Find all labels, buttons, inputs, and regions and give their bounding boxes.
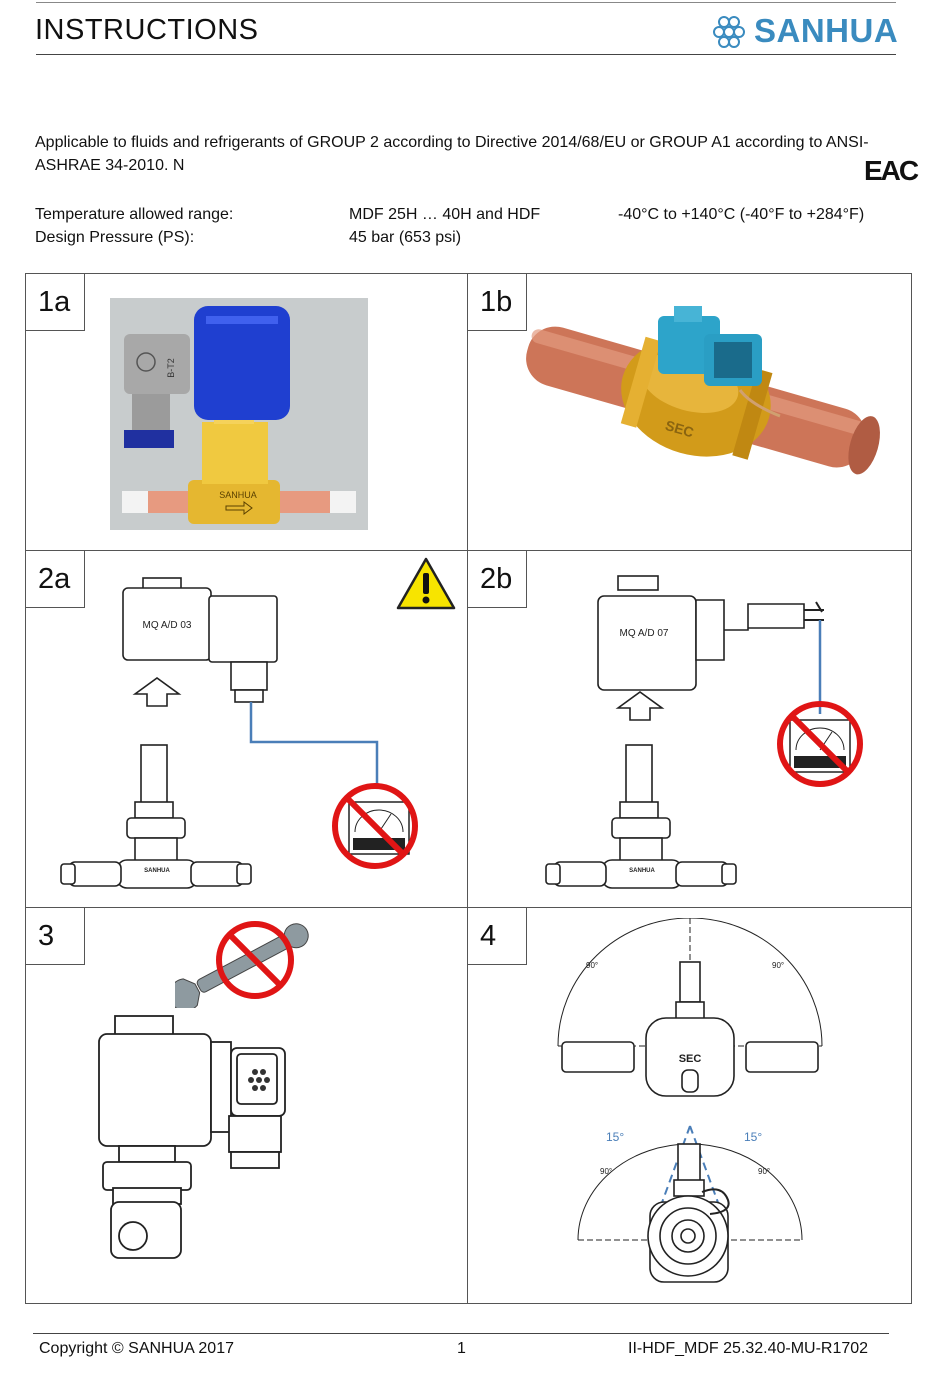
footer-copyright: Copyright © SANHUA 2017 (39, 1340, 234, 1357)
panel-label-2b: 2b (467, 550, 527, 608)
warning-icon (396, 557, 456, 610)
no-ohmmeter-icon-2b (777, 701, 863, 787)
panel-label-2a: 2a (25, 550, 85, 608)
valve-brand-label-1a: SANHUA (219, 490, 257, 500)
coil-removal-diagram-2a: MQ A/D 03 SANHUA (60, 577, 418, 889)
pressure-label: Design Pressure (PS): (35, 229, 195, 246)
tilt-limit-left (659, 1125, 691, 1209)
header-rule-top (36, 2, 896, 3)
angle-label-right: 15° (744, 1130, 762, 1144)
tilt-limit-right (689, 1125, 721, 1209)
coil-model-label-2b: MQ A/D 07 (620, 628, 669, 639)
temperature-value: -40°C to +140°C (-40°F to +284°F) (618, 206, 865, 223)
valve-render-1a: B-T2 SANHUA (110, 298, 368, 530)
footer-doc-code: II-HDF_MDF 25.32.40-MU-R1702 (628, 1340, 869, 1357)
coil-rating-label: B-T2 (166, 358, 176, 378)
coil-removal-diagram-2b: MQ A/D 07 SANHUA (545, 575, 863, 889)
temperature-label: Temperature allowed range: (35, 206, 234, 223)
panel-label-1b: 1b (467, 273, 527, 331)
no-ohmmeter-icon (332, 783, 418, 869)
panel-label-4: 4 (467, 907, 527, 965)
valve-torque-diagram-3 (98, 1015, 286, 1259)
page-title: INSTRUCTIONS (35, 14, 259, 46)
mounting-orientation-diagram-4: 90° 90° SEC 15° 15° 90° 90° (557, 918, 823, 1283)
grid-vertical-divider (467, 273, 468, 1304)
flow-arrow-icon (225, 501, 253, 515)
header-rule-bottom (36, 54, 896, 55)
panel-label-3: 3 (25, 907, 85, 965)
flower-logo-icon (713, 16, 745, 48)
footer-page-number: 1 (457, 1340, 466, 1357)
intro-text: Applicable to fluids and refrigerants of… (35, 134, 869, 174)
coil-model-label-2a: MQ A/D 03 (143, 620, 192, 631)
arc-tick-top-left: 90° (586, 961, 598, 970)
valve-brand-label-2a: SANHUA (144, 868, 170, 874)
body-mark-1b: SEC (664, 417, 696, 440)
footer-rule (33, 1333, 889, 1334)
angle-label-left: 15° (606, 1130, 624, 1144)
pressure-value: 45 bar (653 psi) (349, 229, 462, 246)
logo-text: SANHUA (754, 12, 899, 49)
eac-mark: EAC (864, 155, 919, 186)
body-mark-4: SEC (679, 1053, 702, 1065)
sanhua-logo: SANHUA (710, 8, 900, 52)
arc-tick-bottom-right: 90° (758, 1167, 770, 1176)
test-wire (249, 702, 379, 786)
temperature-models: MDF 25H … 40H and HDF (349, 206, 541, 223)
valve-brand-label-2b: SANHUA (629, 868, 655, 874)
mounting-arc-top (557, 918, 823, 1047)
ball-valve-render-1b: SEC (526, 306, 880, 475)
arc-tick-bottom-left: 90° (600, 1167, 612, 1176)
panel-label-1a: 1a (25, 273, 85, 331)
no-wrench-icon (175, 921, 309, 1008)
arc-tick-top-right: 90° (772, 961, 784, 970)
